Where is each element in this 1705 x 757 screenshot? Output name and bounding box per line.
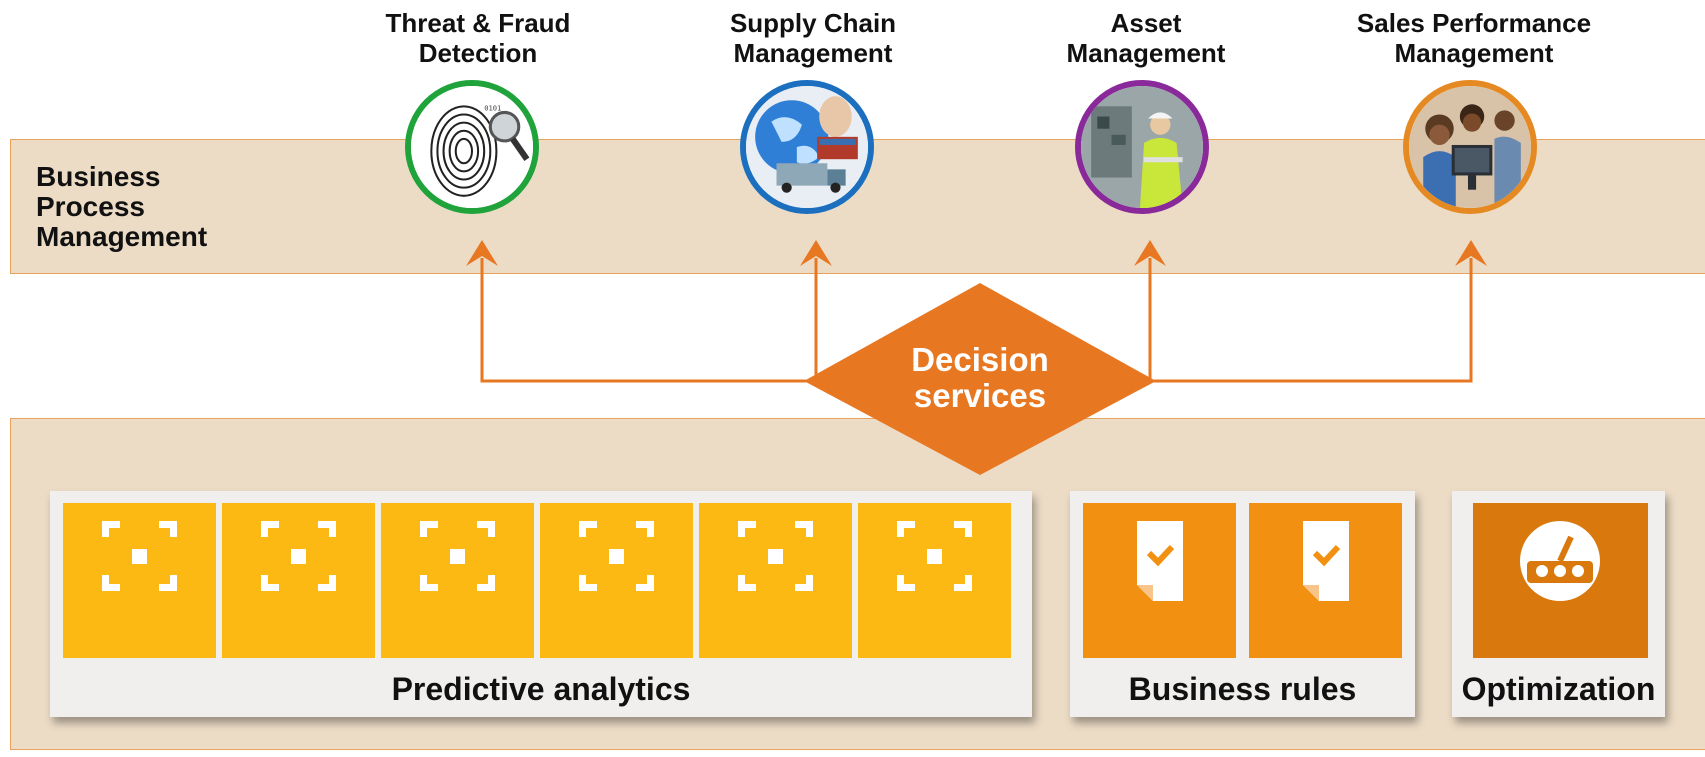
use-case-title-sales: Sales Performance Management bbox=[1344, 8, 1604, 68]
bpm-label-line3: Management bbox=[36, 221, 208, 252]
checked-document-icon bbox=[1303, 521, 1349, 601]
svg-text:0101: 0101 bbox=[484, 103, 501, 112]
optimization-tile bbox=[1473, 503, 1648, 658]
use-case-title-line2: Management bbox=[733, 38, 893, 68]
decision-line1: Decision bbox=[911, 341, 1049, 378]
globe-truck-image bbox=[740, 80, 874, 214]
business-rules-label: Business rules bbox=[1128, 671, 1357, 707]
arrow-sales bbox=[1455, 240, 1487, 266]
use-case-title-line1: Sales Performance bbox=[1356, 8, 1592, 38]
use-case-title-line1: Supply Chain bbox=[729, 8, 897, 38]
analytics-tile-3 bbox=[381, 503, 534, 658]
decision-services-label: Decision services bbox=[880, 342, 1080, 414]
analytics-tile-2 bbox=[222, 503, 375, 658]
use-case-title-line2: Management bbox=[1394, 38, 1554, 68]
focus-frame-icon bbox=[102, 521, 177, 591]
focus-frame-icon bbox=[420, 521, 495, 591]
focus-frame-icon bbox=[261, 521, 336, 591]
arrow-asset bbox=[1134, 240, 1166, 266]
optimization-label: Optimization bbox=[1461, 671, 1656, 707]
analytics-tile-1 bbox=[63, 503, 216, 658]
fingerprint-image: 0101 bbox=[405, 80, 539, 214]
analytics-tile-5 bbox=[699, 503, 852, 658]
focus-frame-icon bbox=[579, 521, 654, 591]
use-case-title-line2: Detection bbox=[418, 38, 538, 68]
engineer-image bbox=[1075, 80, 1209, 214]
rules-tile-2 bbox=[1249, 503, 1402, 658]
analytics-tile-6 bbox=[858, 503, 1011, 658]
use-case-title-line1: Asset bbox=[1110, 8, 1182, 38]
decision-diamond bbox=[804, 283, 1156, 475]
rules-tile-1 bbox=[1083, 503, 1236, 658]
optimization-group: Optimization bbox=[1452, 491, 1665, 717]
focus-frame-icon bbox=[738, 521, 813, 591]
use-case-title-line2: Management bbox=[1066, 38, 1226, 68]
analytics-tile-4 bbox=[540, 503, 693, 658]
focus-frame-icon bbox=[897, 521, 972, 591]
bpm-label-line2: Process bbox=[36, 191, 145, 222]
use-case-title-line1: Threat & Fraud bbox=[385, 8, 571, 38]
business-rules-group: Business rules bbox=[1070, 491, 1415, 717]
bpm-label: Business Process Management bbox=[36, 162, 207, 252]
bpm-label-line1: Business bbox=[36, 161, 161, 192]
predictive-analytics-label: Predictive analytics bbox=[391, 671, 691, 707]
use-case-title-asset: Asset Management bbox=[1016, 8, 1276, 68]
use-case-title-threat: Threat & Fraud Detection bbox=[348, 8, 608, 68]
predictive-analytics-group: Predictive analytics bbox=[50, 491, 1032, 717]
use-case-title-supply: Supply Chain Management bbox=[683, 8, 943, 68]
team-computer-image bbox=[1403, 80, 1537, 214]
decision-line2: services bbox=[913, 377, 1047, 414]
arrow-threat bbox=[466, 240, 498, 266]
checked-document-icon bbox=[1137, 521, 1183, 601]
arrow-supply bbox=[800, 240, 832, 266]
speedometer-icon bbox=[1520, 521, 1600, 601]
